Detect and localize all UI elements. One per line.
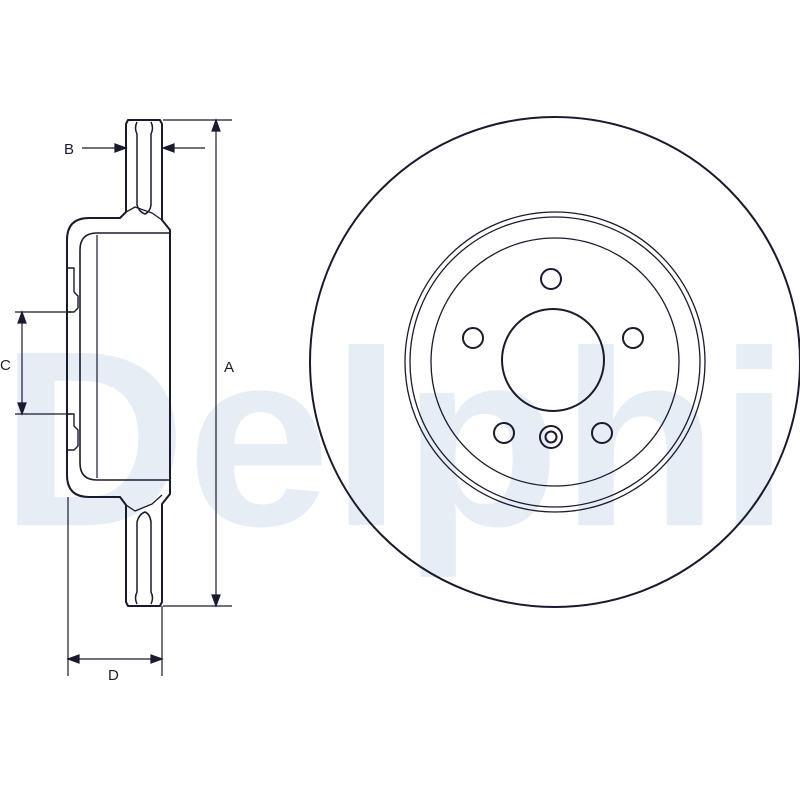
disc-front-view [309,116,800,608]
dim-label-c: C [0,357,11,374]
bolt-hole [591,422,613,444]
hat-inner-ring [430,237,680,487]
dim-a-arrow-bottom [211,594,221,608]
dim-label-d: D [108,667,119,684]
bolt-holes [462,268,644,444]
dim-label-a: A [224,359,234,376]
dim-d-arrow-right [150,654,164,664]
dim-label-b: B [64,141,74,158]
bolt-hole [540,268,562,290]
bolt-hole [462,327,484,349]
hat-outer-ring [404,211,706,513]
bolt-hole [493,422,515,444]
bore-step-detail [67,267,79,313]
vane-transition-bottom [125,494,163,512]
locating-screw-hole [539,425,563,449]
bore-step-detail-lower [67,413,79,451]
dimension-labels: A B C D [0,141,234,684]
disc-section-outline [66,119,171,607]
vent-channel-bottom [134,511,154,605]
delphi-watermark: Delphi [0,299,790,578]
vane-transition-top [125,206,163,221]
disc-outer-edge [309,116,800,608]
dim-c-arrow-bottom [17,402,27,416]
dim-b-arrow-left [114,143,128,153]
dim-a-arrow-top [211,118,221,132]
dim-c-arrow-top [17,310,27,324]
dim-b-arrow-right [161,143,175,153]
dim-d-arrow-left [66,654,80,664]
dimension-lines [15,118,232,676]
hat-inner-face [79,232,170,481]
vent-channel-top [134,121,154,215]
center-bore [501,308,605,412]
disc-side-view [66,119,171,607]
hat-middle-ring [409,216,701,508]
bolt-hole [622,327,644,349]
